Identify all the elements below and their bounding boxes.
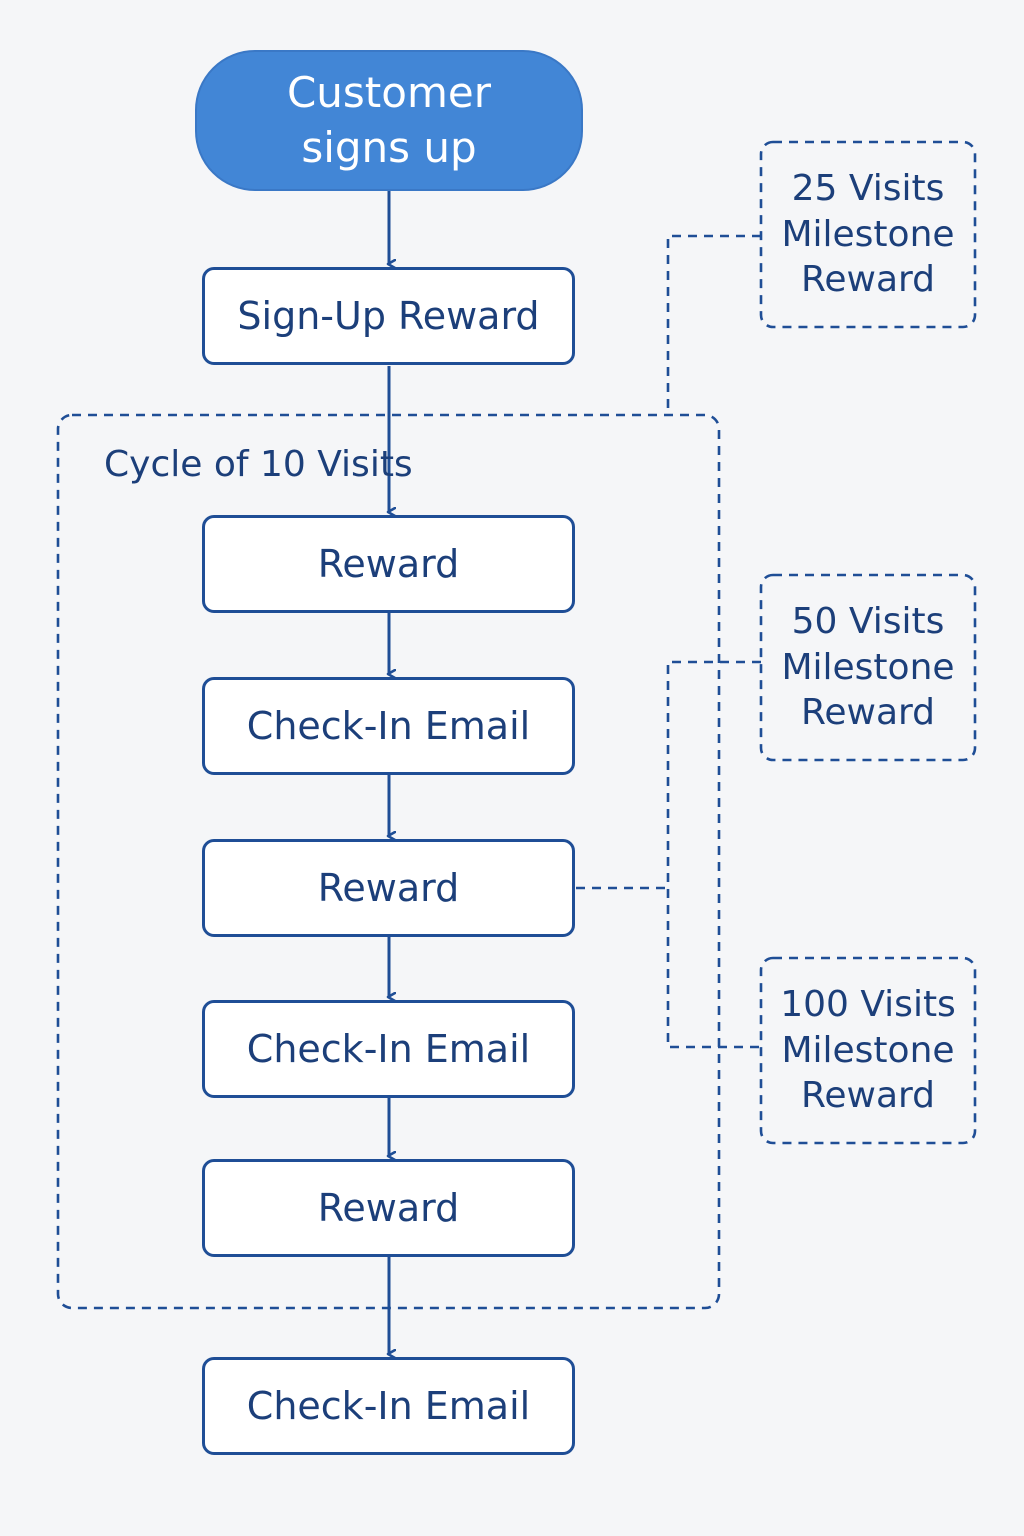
signup-reward-node: Sign-Up Reward <box>202 267 575 365</box>
milestone-25-line-2: Milestone <box>781 213 955 255</box>
milestone-100-line-1: 100 Visits <box>780 984 956 1026</box>
start-node-line-1: Customer <box>286 67 491 117</box>
milestone-50-connector <box>666 660 761 1049</box>
milestone-50-line-3: Reward <box>800 692 936 734</box>
checkin-email-node-2-label: Check-In Email <box>246 1027 531 1071</box>
checkin-email-node-2: Check-In Email <box>202 1000 575 1098</box>
milestone-50-visits: 50 Visits Milestone Reward <box>761 575 975 760</box>
milestone-50-line-1: 50 Visits <box>791 601 945 643</box>
reward-node-1-label: Reward <box>317 542 460 586</box>
milestone-100-visits: 100 Visits Milestone Reward <box>761 958 975 1143</box>
milestone-100-line-2: Milestone <box>781 1029 955 1071</box>
milestone-25-line-1: 25 Visits <box>791 168 945 210</box>
checkin-email-node-1-label: Check-In Email <box>246 704 531 748</box>
checkin-email-node-1: Check-In Email <box>202 677 575 775</box>
milestone-100-line-3: Reward <box>800 1075 936 1117</box>
checkin-email-node-final: Check-In Email <box>202 1357 575 1455</box>
milestone-50-line-2: Milestone <box>781 646 955 688</box>
reward-node-2: Reward <box>202 839 575 937</box>
milestone-25-connector <box>666 234 761 415</box>
milestone-25-visits: 25 Visits Milestone Reward <box>761 142 975 327</box>
cycle-label: Cycle of 10 Visits <box>104 444 413 485</box>
start-node-line-2: signs up <box>301 122 477 172</box>
milestone-100-box <box>759 956 977 1145</box>
reward-node-3: Reward <box>202 1159 575 1257</box>
milestone-25-box <box>759 140 977 329</box>
checkin-email-node-final-label: Check-In Email <box>246 1384 531 1428</box>
start-node-customer-signs-up: Customer signs up <box>195 50 583 191</box>
reward-node-2-label: Reward <box>317 866 460 910</box>
reward-node-1: Reward <box>202 515 575 613</box>
reward-node-3-label: Reward <box>317 1186 460 1230</box>
signup-reward-label: Sign-Up Reward <box>237 294 540 338</box>
milestone-25-line-3: Reward <box>800 259 936 301</box>
milestone-50-box <box>759 573 977 762</box>
